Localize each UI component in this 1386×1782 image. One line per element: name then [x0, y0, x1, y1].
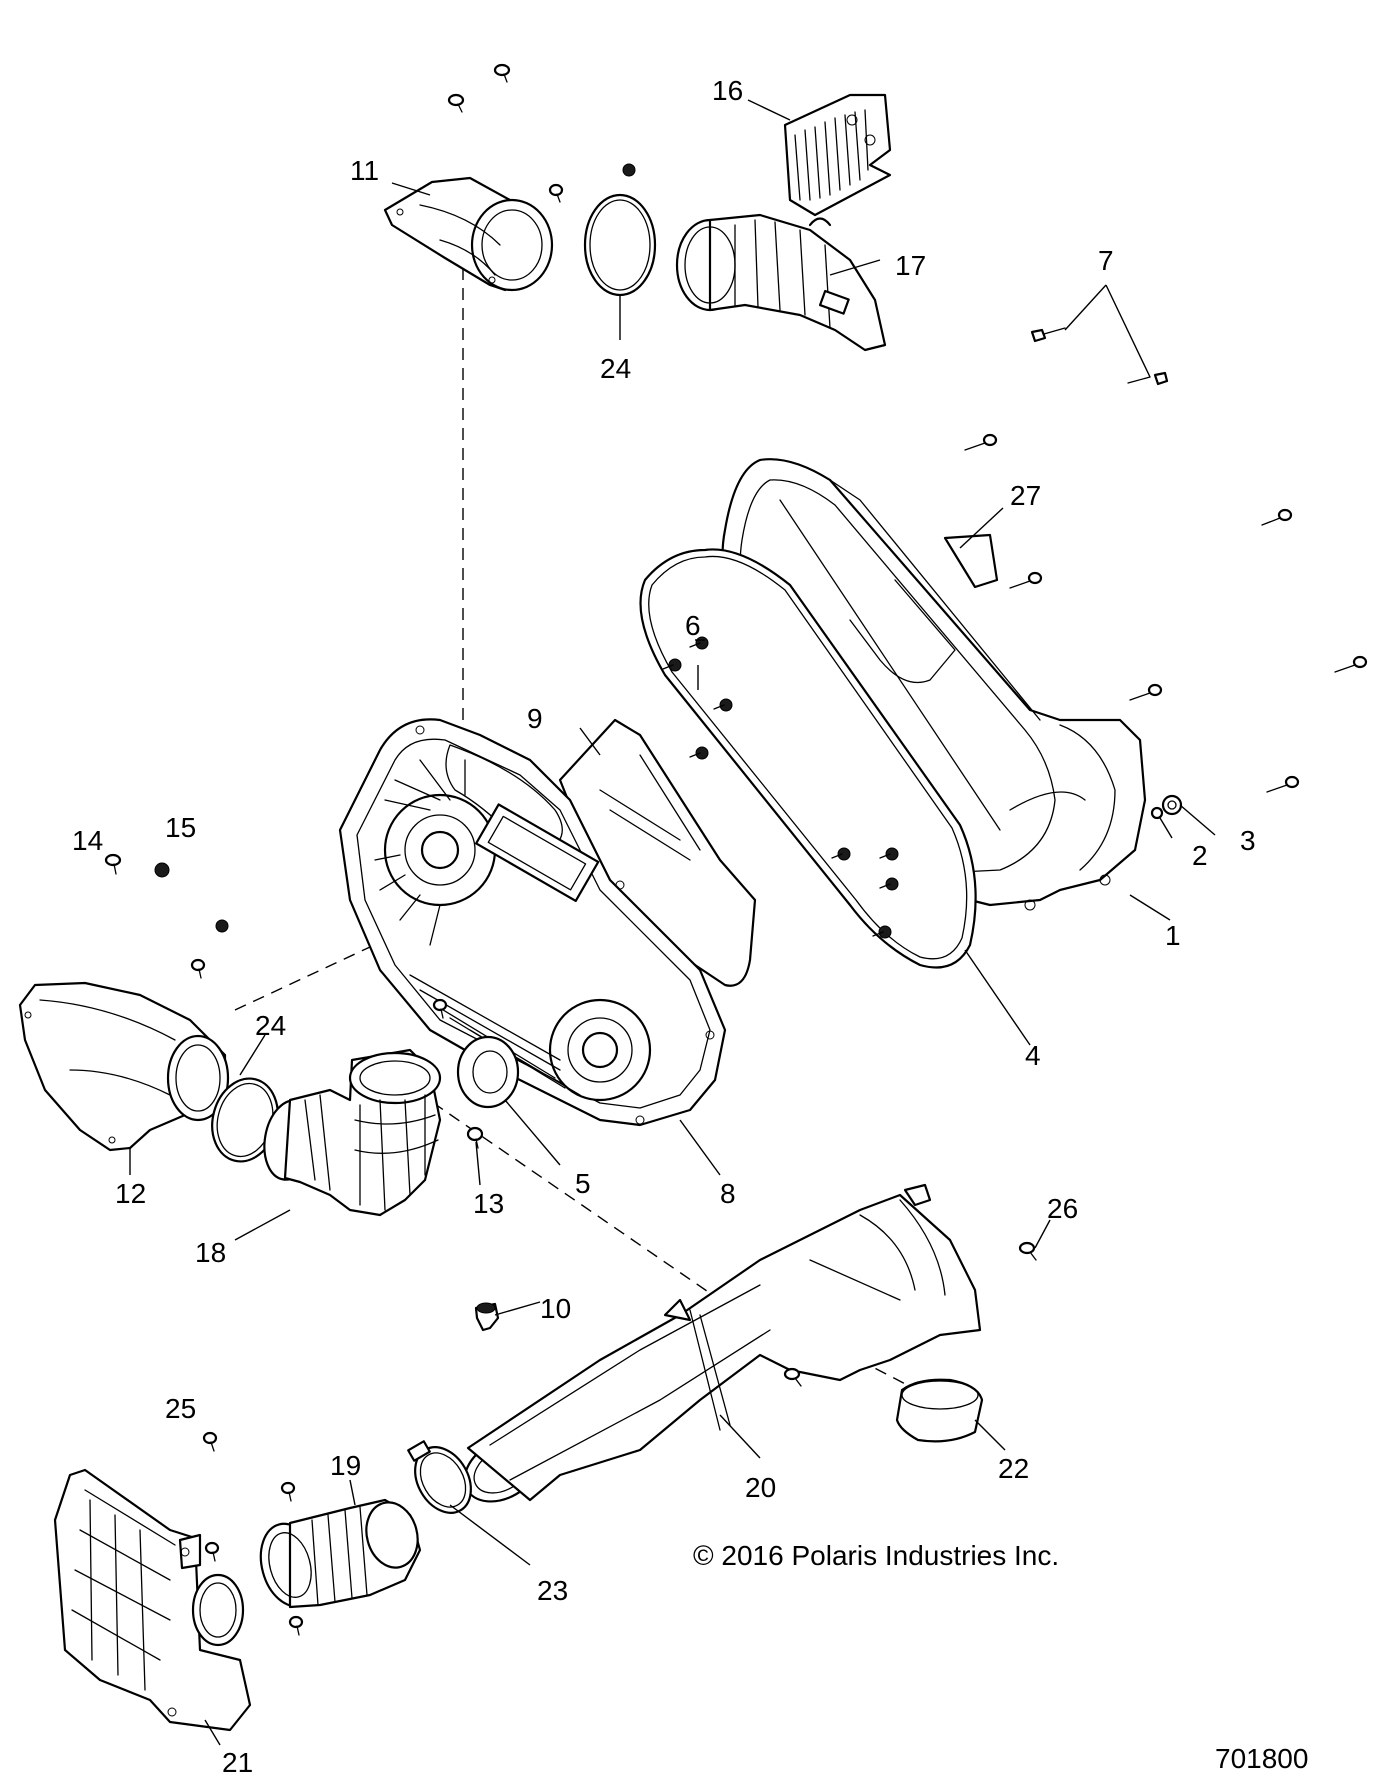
callout-16: 16	[712, 75, 743, 106]
part-22-seal	[895, 1378, 984, 1443]
part-2-washer	[1150, 806, 1164, 820]
callout-5: 5	[575, 1168, 591, 1199]
screw-near-19-a	[280, 1481, 296, 1502]
part-15-nut	[154, 862, 170, 878]
part-18-elbow-boot	[263, 1048, 442, 1217]
part-23-clamp	[407, 1440, 472, 1514]
part-16-screen	[783, 93, 892, 217]
callout-2: 2	[1192, 840, 1208, 871]
callout-19: 19	[330, 1450, 361, 1481]
part-19-boot	[259, 1498, 422, 1609]
screw-top-left	[447, 93, 465, 113]
cover-screws	[964, 433, 1368, 793]
callout-12: 12	[115, 1178, 146, 1209]
screw-near-19-c	[288, 1615, 304, 1636]
screw-near-12-a	[215, 919, 229, 933]
callout-6: 6	[685, 610, 701, 641]
callout-24-top: 24	[600, 353, 631, 384]
part-25-screw	[202, 1431, 218, 1452]
part-14-screw	[104, 853, 122, 875]
callout-23: 23	[537, 1575, 568, 1606]
callout-15: 15	[165, 812, 196, 843]
part-3-plug	[1161, 794, 1183, 816]
callout-25: 25	[165, 1393, 196, 1424]
part-21-lower-mount	[53, 1468, 252, 1732]
alignment-line-18-to-20	[399, 1079, 721, 1301]
part-11-upper-duct	[383, 176, 554, 292]
callout-labels: 1 2 3 4 5 6 7 8 9 10 11 12 13 14 15 16 1…	[72, 75, 1256, 1778]
nut-near-24-top	[622, 163, 636, 177]
callout-20: 20	[745, 1472, 776, 1503]
screw-near-22	[783, 1367, 802, 1387]
callout-8: 8	[720, 1178, 736, 1209]
screw-near-8-a	[432, 998, 448, 1019]
screw-near-12-b	[190, 958, 206, 979]
leader-lines	[129, 99, 1216, 1746]
document-number: 701800	[1215, 1743, 1308, 1774]
callout-10: 10	[540, 1293, 571, 1324]
part-12-lower-duct	[18, 981, 230, 1152]
part-26-screw	[1018, 1241, 1037, 1261]
part-24-clamp-top	[583, 193, 657, 297]
callout-27: 27	[1010, 480, 1041, 511]
part-17-intake-boot	[675, 213, 887, 352]
part-13-screw	[466, 1126, 484, 1149]
callout-11: 11	[350, 155, 379, 186]
callout-4: 4	[1025, 1040, 1041, 1071]
part-9-shield	[558, 718, 757, 987]
callout-9: 9	[527, 703, 543, 734]
screw-top-right	[493, 63, 511, 83]
callout-21: 21	[222, 1747, 253, 1778]
part-6-bolts	[662, 636, 899, 939]
callout-3: 3	[1240, 825, 1256, 856]
part-27-label	[943, 533, 999, 589]
callout-18: 18	[195, 1237, 226, 1268]
callout-13: 13	[473, 1188, 504, 1219]
callout-7: 7	[1098, 245, 1114, 276]
callout-26: 26	[1047, 1193, 1078, 1224]
alignment-line-12-to-8	[234, 939, 386, 1011]
part-20-outlet-duct	[463, 1183, 982, 1503]
part-5-seal-ring	[456, 1035, 520, 1109]
callout-22: 22	[998, 1453, 1029, 1484]
screw-near-19-b	[204, 1541, 220, 1562]
part-4-seal	[639, 548, 977, 969]
callout-1: 1	[1165, 920, 1181, 951]
screw-near-11	[548, 183, 564, 203]
copyright-notice: © 2016 Polaris Industries Inc.	[693, 1540, 1059, 1571]
callout-17: 17	[895, 250, 926, 281]
callout-24-lower: 24	[255, 1010, 286, 1041]
part-8-inner-cover	[338, 718, 727, 1127]
callout-14: 14	[72, 825, 103, 856]
part-10-plug	[474, 1302, 500, 1332]
part-7-screws	[1030, 327, 1169, 386]
